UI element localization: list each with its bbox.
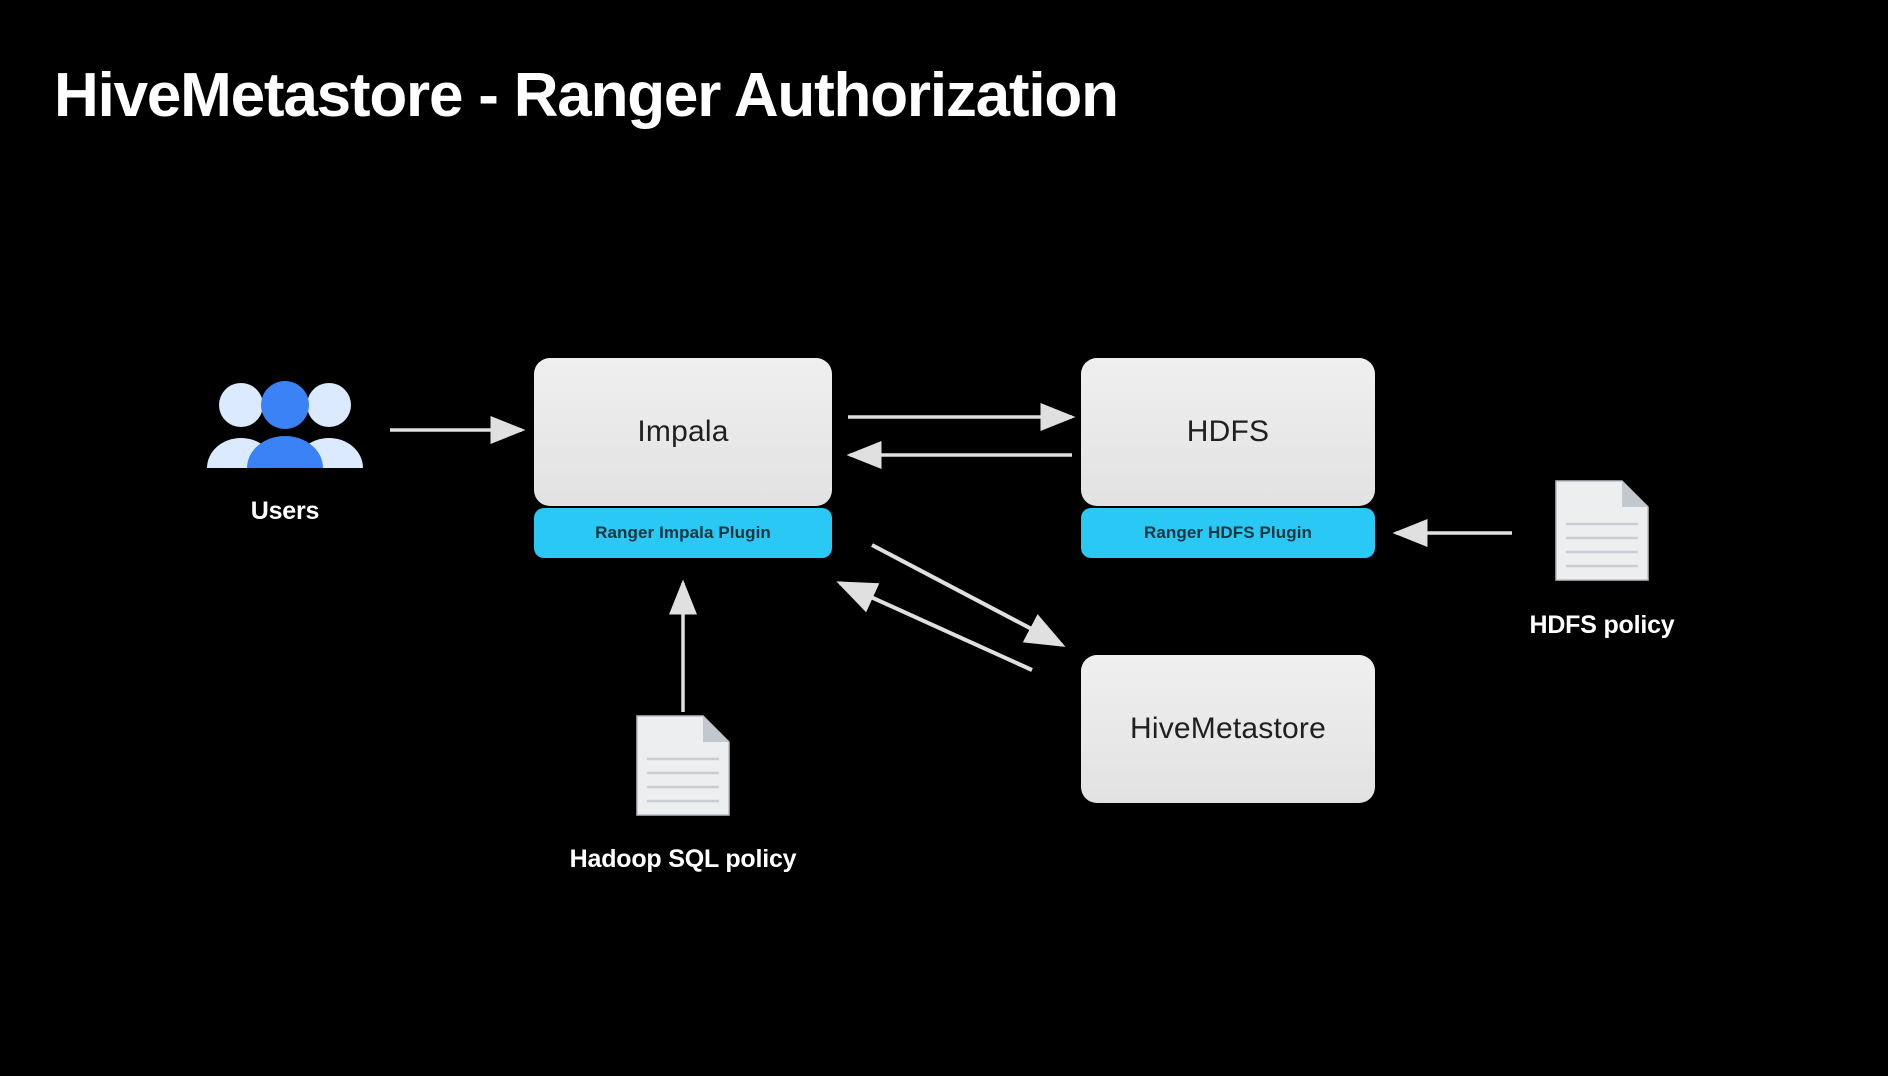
document-icon <box>633 713 733 818</box>
node-hivemetastore[interactable]: HiveMetastore <box>1081 655 1375 803</box>
arrow-impala-plugin-to-hivemetastore <box>871 543 1066 647</box>
hdfs-policy-label: HDFS policy <box>1529 611 1675 639</box>
node-hivemetastore-label: HiveMetastore <box>1129 712 1326 745</box>
node-impala[interactable]: Impala <box>534 358 832 506</box>
node-impala-label: Impala <box>637 415 729 448</box>
ranger-impala-plugin-label: Ranger Impala Plugin <box>595 523 771 542</box>
users-label: Users <box>250 497 320 525</box>
hadoop-sql-policy-label: Hadoop SQL policy <box>569 845 797 873</box>
node-hdfs-label: HDFS <box>1186 415 1270 448</box>
arrow-hivemetastore-to-impala-plugin <box>836 581 1033 672</box>
document-icon <box>1552 478 1652 583</box>
node-hdfs[interactable]: HDFS <box>1081 358 1375 506</box>
ranger-hdfs-plugin-label: Ranger HDFS Plugin <box>1143 523 1313 542</box>
ranger-hdfs-plugin[interactable]: Ranger HDFS Plugin <box>1081 508 1375 558</box>
users-group-icon <box>205 380 365 470</box>
page-title: HiveMetastore - Ranger Authorization <box>54 61 1119 130</box>
ranger-impala-plugin[interactable]: Ranger Impala Plugin <box>534 508 832 558</box>
